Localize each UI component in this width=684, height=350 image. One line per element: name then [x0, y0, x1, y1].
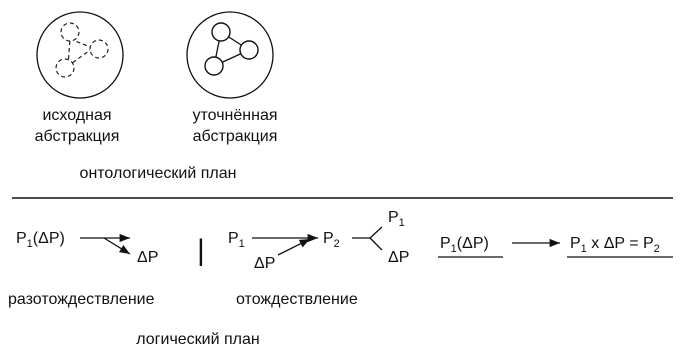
refined-node-top [211, 22, 231, 42]
separator-bar: | [197, 234, 205, 267]
disidentification-caption: разотождествление [8, 291, 155, 308]
id-delta-p: ΔP [254, 255, 275, 272]
initial-abstraction-outer-circle [36, 11, 124, 99]
refined-caption-line2: абстракция [193, 128, 278, 145]
result-left-term: P1(ΔP) [440, 235, 489, 255]
id-branch-delta-p: ΔP [388, 249, 409, 266]
initial-caption-line2: абстракция [35, 128, 120, 145]
id-branch-down [369, 237, 383, 251]
initial-node-right [89, 39, 109, 59]
id-p2: P2 [323, 230, 340, 250]
refined-caption-line1: уточнённая [193, 107, 278, 124]
dis-source-term: P1(ΔP) [16, 230, 65, 250]
id-arrow-up [277, 238, 311, 256]
id-branch-p1: P1 [388, 209, 405, 229]
identification-caption: отождествление [236, 291, 358, 308]
result-formula: P1(ΔP) P1 x ΔP = P2 [438, 235, 673, 258]
id-p1: P1 [228, 230, 245, 250]
disidentification-diagram: P1(ΔP) ΔP [16, 230, 158, 266]
initial-node-top [60, 22, 80, 42]
id-branch-up [369, 226, 383, 239]
identification-diagram: P1 ΔP P2 P1 ΔP [228, 209, 409, 272]
dis-arrow-down [103, 237, 131, 255]
refined-node-right [239, 40, 259, 60]
ontological-plan-label: онтологический план [80, 165, 237, 182]
dis-delta-p: ΔP [137, 249, 158, 266]
refined-abstraction-outer-circle [186, 11, 274, 99]
result-right-expression: P1 x ΔP = P2 [570, 235, 660, 255]
initial-node-bottom [55, 58, 75, 78]
initial-caption-line1: исходная [42, 107, 111, 124]
logical-plan-label: логический план [136, 331, 259, 348]
refined-node-bottom [204, 56, 224, 76]
initial-abstraction-figure [36, 11, 124, 99]
initial-link-c [67, 38, 71, 67]
initial-link-b [67, 47, 94, 67]
refined-abstraction-figure [186, 11, 274, 99]
